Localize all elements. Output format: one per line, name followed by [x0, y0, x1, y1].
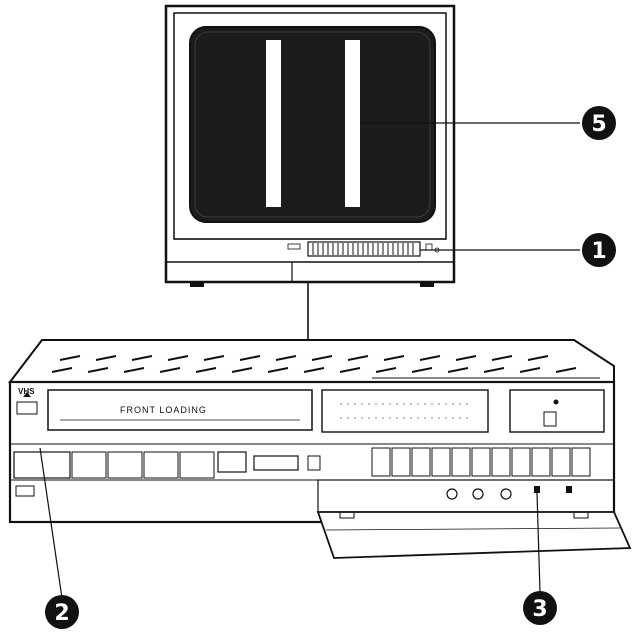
leader-line-3 — [536, 492, 541, 593]
eject-icon — [23, 392, 31, 397]
vcr-stop-button — [13, 451, 71, 479]
vcr-indicator — [534, 486, 540, 493]
vcr-cassette-door — [47, 389, 313, 431]
callout-1-number: 1 — [591, 239, 606, 264]
vcr-counter-reset — [307, 455, 321, 471]
vcr-display-window — [321, 389, 489, 433]
vcr-timer-button — [15, 485, 35, 497]
callout-leader-lines — [39, 122, 580, 599]
television — [164, 4, 456, 287]
vcr-transport-buttons — [71, 451, 215, 479]
tv-screen-bar-right — [345, 40, 360, 207]
tv-screen-inner-edge — [194, 31, 431, 218]
callout-3-badge — [523, 591, 557, 625]
adjust-knob-2 — [472, 488, 484, 500]
vcr-top-panel — [7, 339, 615, 383]
vcr-vent-slots — [51, 355, 577, 373]
vcr-cassette-label: FRONT LOADING — [120, 405, 207, 415]
callout-2: 2 — [45, 595, 79, 629]
tv-screen-bar-left — [266, 40, 281, 207]
callout-3-number: 3 — [532, 597, 547, 622]
vcr-tape-counter — [253, 455, 299, 471]
vcr-front-flap — [316, 511, 632, 559]
vcr-timer-panel — [509, 389, 605, 433]
callout-2-number: 2 — [54, 601, 69, 626]
adjust-knob-1 — [446, 488, 458, 500]
callout-2-badge — [45, 595, 79, 629]
tv-channel-selector — [307, 241, 421, 257]
vcr-channel-buttons — [371, 447, 591, 477]
adjust-knob-3 — [500, 488, 512, 500]
callout-1-badge — [582, 233, 616, 267]
video-recorder — [7, 339, 632, 559]
vcr-brand-label: VHS — [18, 387, 35, 396]
callout-1: 1 — [582, 233, 616, 267]
vcr-power-button — [16, 401, 38, 415]
leader-line-2 — [39, 447, 63, 599]
tv-screen — [189, 26, 436, 223]
tv-channel-buttons — [312, 243, 414, 255]
vcr-counter-window — [217, 451, 247, 473]
callout-5-badge — [582, 106, 616, 140]
callout-5-number: 5 — [591, 112, 606, 137]
callout-5: 5 — [582, 106, 616, 140]
callout-3: 3 — [523, 591, 557, 625]
